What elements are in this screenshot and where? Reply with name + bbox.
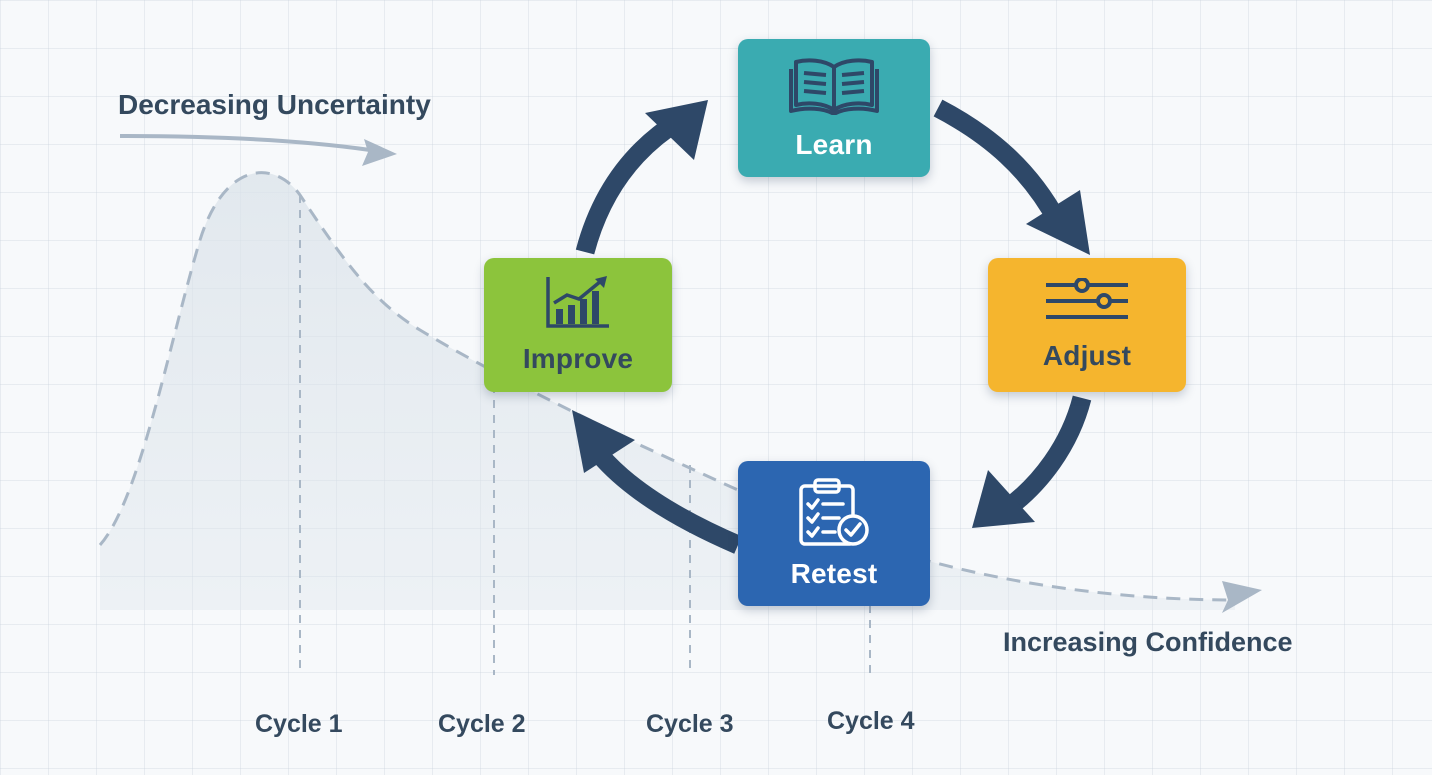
adjust-node[interactable]: Adjust — [988, 258, 1186, 392]
retest-label: Retest — [790, 557, 878, 589]
increasing-confidence-label: Increasing Confidence — [1003, 627, 1293, 657]
uncertainty-arrow-line — [119, 134, 371, 152]
improve-node[interactable]: Improve — [484, 258, 672, 392]
learn-label: Learn — [795, 129, 873, 160]
arrow-retest-to-improve — [592, 448, 742, 554]
improve-label: Improve — [522, 343, 634, 374]
arrowhead-learn — [645, 100, 708, 160]
learn-node[interactable]: Learn — [738, 39, 930, 177]
uncertainty-arrowhead — [362, 139, 397, 166]
curve-arrowhead — [1222, 581, 1262, 613]
arrow-improve-to-learn — [575, 120, 674, 255]
adjust-label: Adjust — [1042, 340, 1132, 371]
cycle-2-label: Cycle 2 — [438, 710, 526, 738]
cycle-3-label: Cycle 3 — [646, 710, 734, 738]
growth-chart-icon — [546, 276, 609, 328]
arrow-adjust-to-retest — [999, 395, 1092, 518]
distribution-area — [100, 172, 1235, 610]
decreasing-uncertainty-label: Decreasing Uncertainty — [118, 89, 431, 120]
cycle-1-label: Cycle 1 — [255, 710, 343, 738]
sliders-icon — [1046, 278, 1128, 319]
arrowhead-improve — [572, 410, 635, 473]
checklist-clipboard-icon — [799, 477, 869, 546]
arrowhead-adjust — [1026, 190, 1090, 255]
cycle-4-label: Cycle 4 — [827, 707, 915, 735]
retest-node[interactable]: Retest — [738, 461, 930, 606]
open-book-icon — [789, 58, 879, 115]
arrow-learn-to-adjust — [933, 99, 1067, 227]
arrowhead-retest — [972, 470, 1035, 528]
